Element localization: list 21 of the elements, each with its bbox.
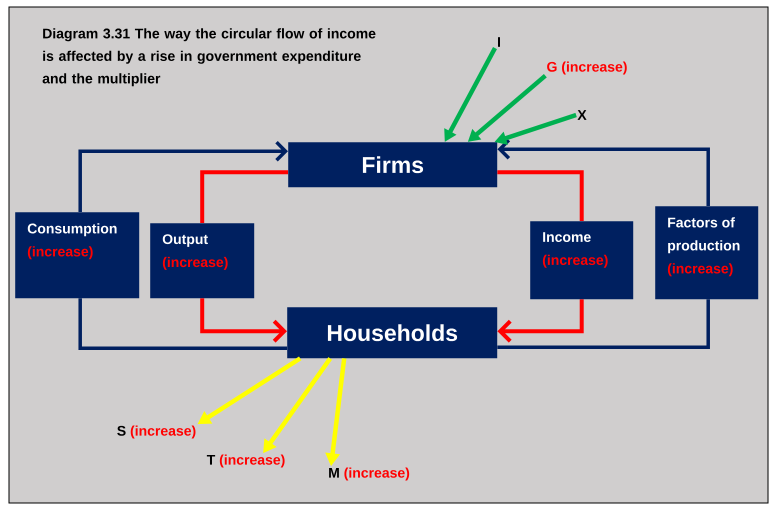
connector-line [497,299,710,349]
title: Diagram 3.31 The way the circular flow of income is affected by a rise in government expenditure and the multiplier [42,28,376,86]
process-box: Households [287,307,498,358]
label-box: Income (increase) [530,221,634,300]
arrow [497,138,710,206]
flow-label: S (increase) [117,425,196,439]
label-box: Consumption (increase) [15,212,140,298]
label-box: Output (increase) [150,223,254,298]
flow-label: T (increase) [206,454,285,468]
arrow [200,298,287,343]
connector-line [78,298,287,350]
flow-label: M (increase) [329,467,410,481]
flow-label: X [577,110,587,120]
arrow [497,299,584,343]
flow-label: G (increase) [547,61,627,75]
process-box: Firms [288,142,498,188]
connector-line [200,170,288,223]
flow-label: I [498,37,500,47]
arrow [78,140,288,212]
label-box: Factors of production (increase) [655,206,758,300]
connector-line [497,170,584,221]
